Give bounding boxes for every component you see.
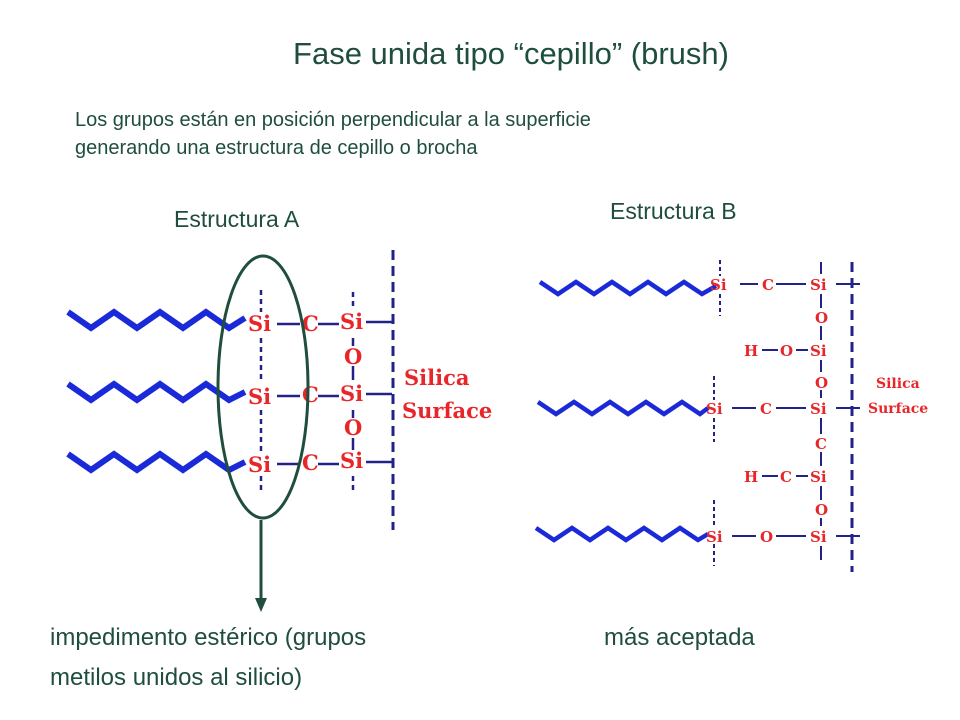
atom-h-b2: H xyxy=(744,468,758,486)
atom-si-b4: Si xyxy=(706,400,723,418)
atom-si-b6: Si xyxy=(810,468,827,486)
atom-si-a4: Si xyxy=(340,381,363,406)
surface-label-a-line2: Surface xyxy=(402,398,492,423)
atom-o-b2: O xyxy=(780,342,793,360)
atom-si-a5: Si xyxy=(248,452,271,477)
atom-si-b8: Si xyxy=(810,528,827,546)
structure-b-caption: más aceptada xyxy=(604,624,755,651)
alkyl-chain-a3 xyxy=(66,450,247,474)
atom-o-b4: O xyxy=(815,501,828,519)
page-title: Fase unida tipo “cepillo” (brush) xyxy=(293,36,729,71)
alkyl-chain-a2 xyxy=(66,380,247,404)
atom-c-b1: C xyxy=(762,276,774,294)
atom-c-a3: C xyxy=(302,450,319,475)
arrow-head xyxy=(255,598,267,612)
atom-si-a6: Si xyxy=(340,448,363,473)
structure-a-caption: impedimento estérico (grupos metilos uni… xyxy=(50,618,366,698)
alkyl-chain-b3 xyxy=(534,525,710,543)
surface-label-a-line1: Silica xyxy=(404,365,470,390)
surface-label-b-line2: Surface xyxy=(868,401,928,417)
atom-c-b2: C xyxy=(760,400,772,418)
structure-a-diagram: Si C Si O Si C Si O Si C Si Silica Surfa… xyxy=(66,250,492,612)
atom-o-b3: O xyxy=(815,374,828,392)
alkyl-chain-b2 xyxy=(536,399,710,417)
atom-c-b4: C xyxy=(780,468,792,486)
atom-si-a3: Si xyxy=(248,384,271,409)
structure-b-diagram: Si C Si O H O Si O Si C Si C H C Si O Si… xyxy=(534,260,928,572)
atom-c-a2: C xyxy=(302,382,319,407)
atom-si-b5: Si xyxy=(810,400,827,418)
subtitle-line-2: generando una estructura de cepillo o br… xyxy=(75,137,478,159)
alkyl-chain-b1 xyxy=(538,279,718,297)
subtitle: Los grupos están en posición perpendicul… xyxy=(75,106,875,162)
atom-o-a1: O xyxy=(344,344,362,369)
atom-si-b3: Si xyxy=(810,342,827,360)
structure-a-label: Estructura A xyxy=(174,206,300,232)
atom-h-b1: H xyxy=(744,342,758,360)
atom-c-a1: C xyxy=(302,311,319,336)
atom-si-b7: Si xyxy=(706,528,723,546)
atom-o-a2: O xyxy=(344,415,362,440)
structure-a-caption-line-2: metilos unidos al silicio) xyxy=(50,664,303,691)
structure-b-label: Estructura B xyxy=(610,198,737,224)
atom-si-b1: Si xyxy=(710,276,727,294)
atom-o-b5: O xyxy=(760,528,773,546)
atom-si-a1: Si xyxy=(248,311,271,336)
alkyl-chain-a1 xyxy=(66,308,247,332)
subtitle-line-1: Los grupos están en posición perpendicul… xyxy=(75,109,591,131)
atom-o-b1: O xyxy=(815,309,828,327)
structure-a-caption-line-1: impedimento estérico (grupos xyxy=(50,624,367,651)
atom-si-a2: Si xyxy=(340,309,363,334)
surface-label-b-line1: Silica xyxy=(876,376,920,392)
steric-hindrance-ellipse xyxy=(216,254,310,520)
atom-c-b3: C xyxy=(815,435,827,453)
atom-si-b2: Si xyxy=(810,276,827,294)
